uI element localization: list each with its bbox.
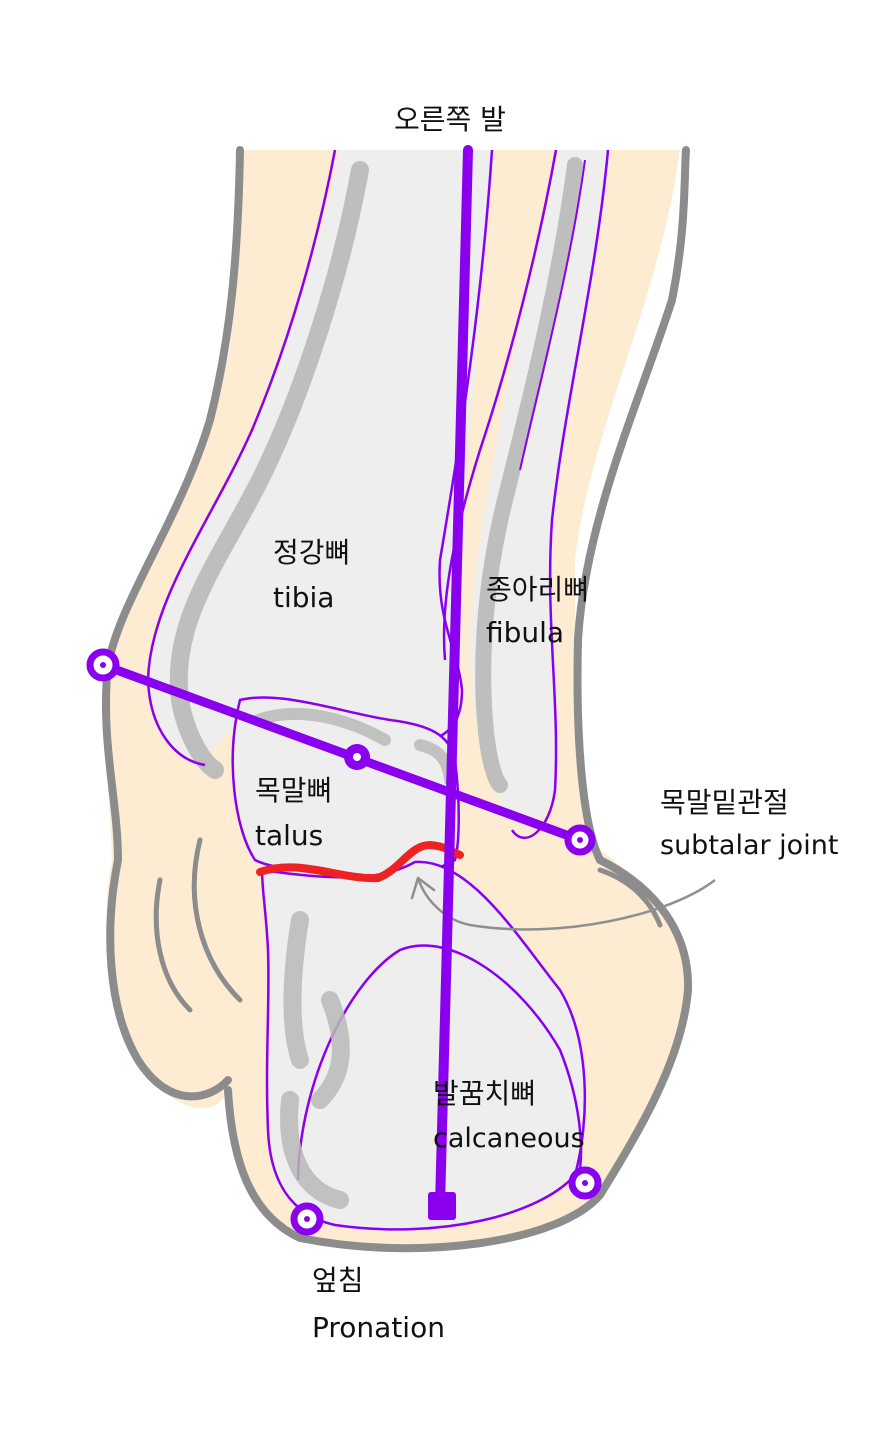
ankle-skin-fold xyxy=(153,837,663,1013)
vertical-axis xyxy=(435,145,473,1210)
axis-end-marker xyxy=(428,1192,456,1220)
tibia-outline-right xyxy=(429,149,494,742)
diagram-title: 오른쪽 발 xyxy=(394,103,506,136)
tibia-outline xyxy=(146,149,337,767)
subtalar-arrow-head xyxy=(410,876,436,900)
calcaneus-shadow xyxy=(280,911,350,1209)
marker-left-dot xyxy=(100,662,106,668)
talus-label-en: talus xyxy=(255,819,324,852)
talus-bone xyxy=(231,696,460,880)
fibula-label-en: fibula xyxy=(486,616,565,649)
talus-label-ko: 목말뼈 xyxy=(255,774,333,807)
subtalar-label-en: subtalar joint xyxy=(660,830,839,861)
ankle-outline-left xyxy=(101,146,244,1101)
fibula-outline xyxy=(442,149,558,661)
ankle-outline-heel xyxy=(224,986,692,1253)
tibia-label-en: tibia xyxy=(273,581,335,614)
calcaneus-label-ko: 발꿈치뼈 xyxy=(433,1077,537,1110)
marker-heel-left-dot xyxy=(304,1216,310,1222)
tibia-bone xyxy=(148,150,490,760)
fibula-outline-right xyxy=(510,149,610,839)
subtalar-label-ko: 목말밑관절 xyxy=(660,786,789,819)
calcaneus-inner-outline xyxy=(296,944,583,1181)
axis-center-marker-dot xyxy=(353,753,361,761)
pronation-label-ko: 엎침 xyxy=(312,1264,364,1297)
tibia-label-ko: 정강뼈 xyxy=(273,536,351,569)
fibula-shadow xyxy=(475,157,583,793)
tibia-shadow xyxy=(169,161,369,779)
fibula-bone xyxy=(470,150,610,823)
horizontal-axis xyxy=(98,660,585,845)
marker-heel-right-dot xyxy=(582,1180,588,1186)
pronation-label-en: Pronation xyxy=(312,1311,445,1344)
subtalar-arrow xyxy=(416,877,716,931)
fibula-label-ko: 종아리뼈 xyxy=(486,573,590,606)
marker-right-dot xyxy=(577,837,583,843)
calcaneus-bone xyxy=(260,860,587,1231)
fibula-outline-inner xyxy=(519,159,586,471)
ankle-outline-right xyxy=(573,146,693,994)
calcaneus-label-en: calcaneous xyxy=(433,1123,585,1154)
